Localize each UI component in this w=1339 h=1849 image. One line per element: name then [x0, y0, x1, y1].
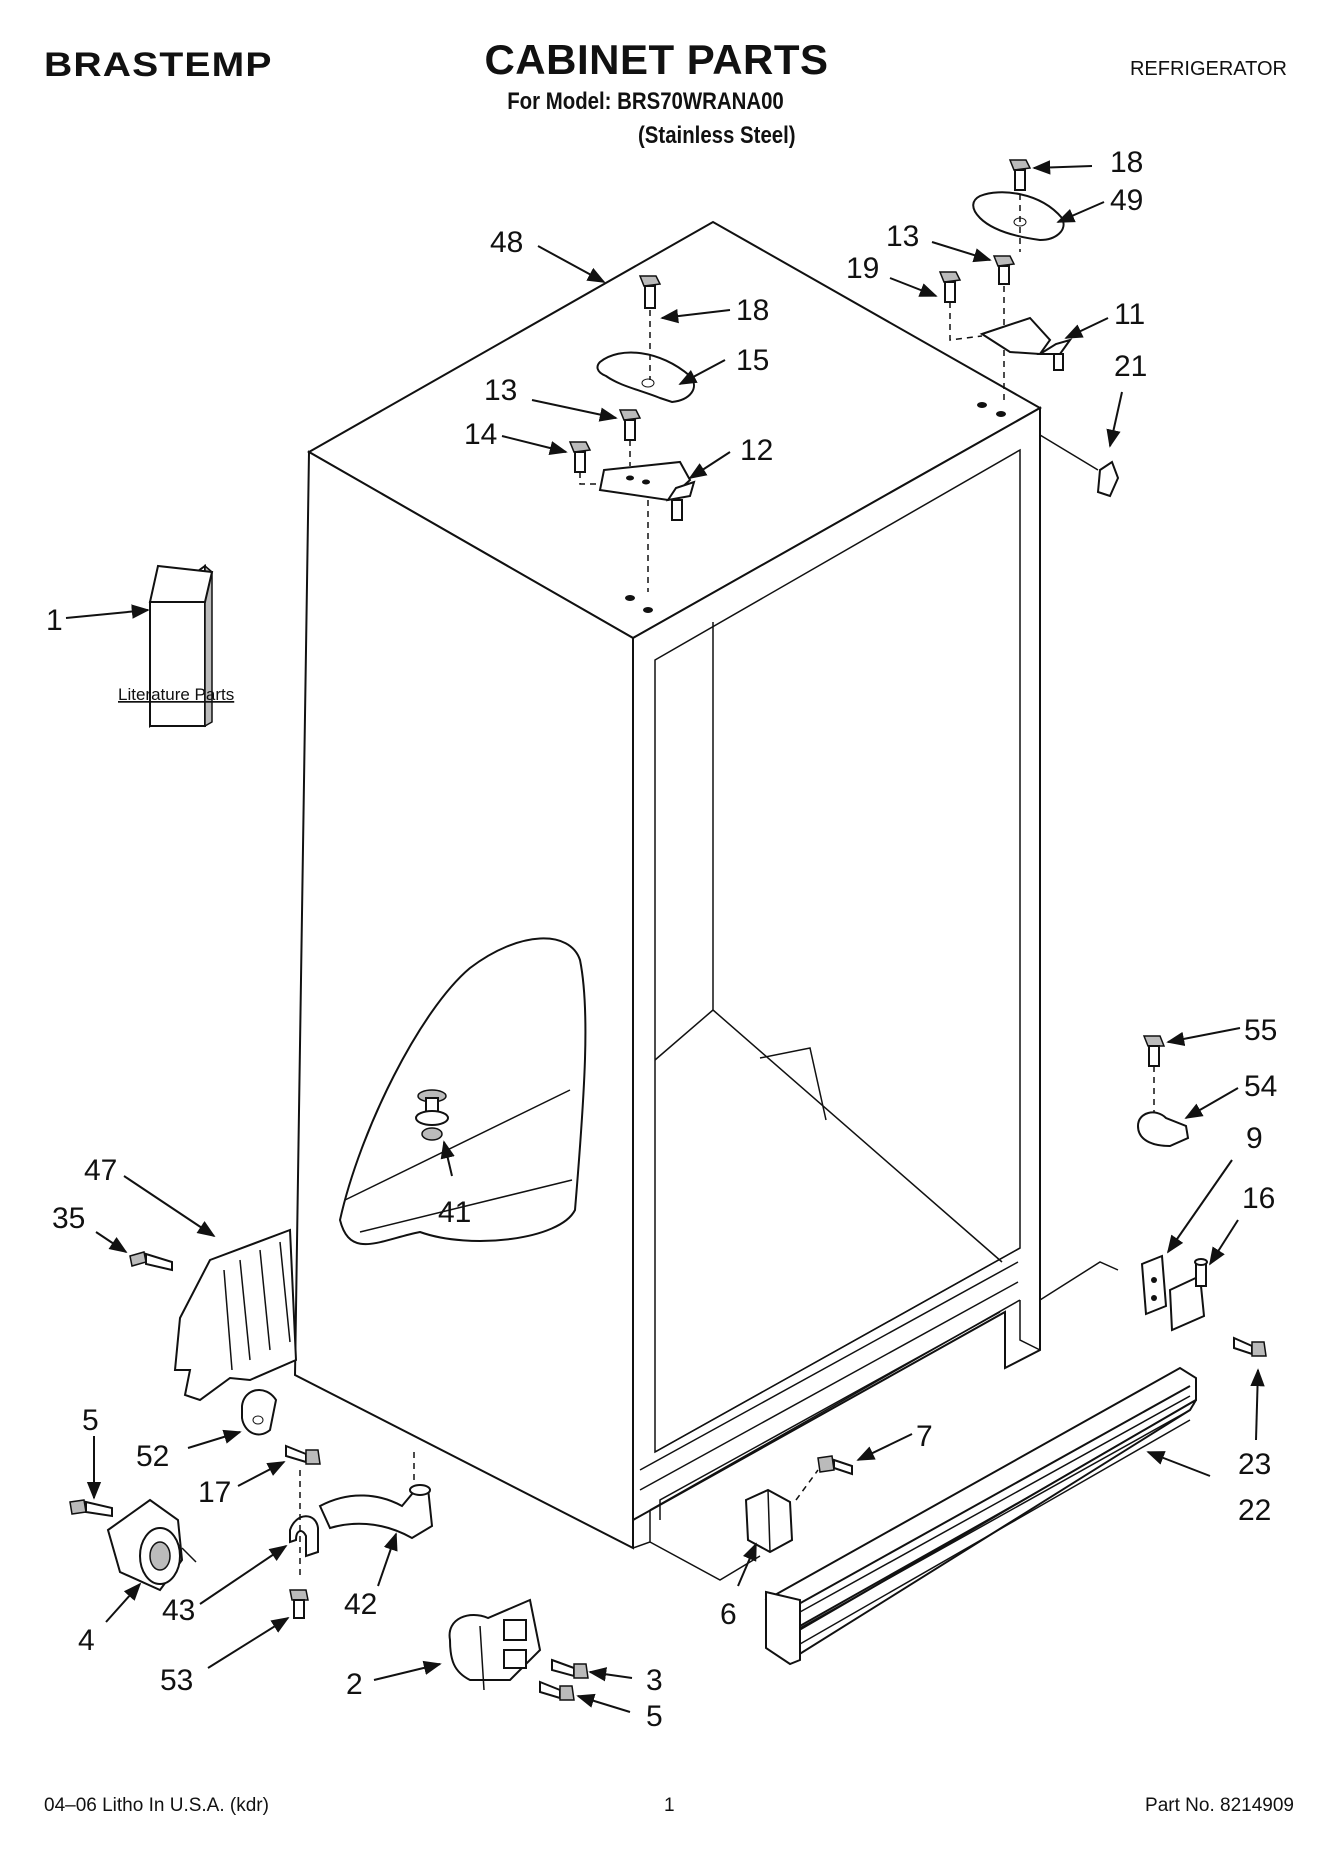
callout-48: 48	[490, 226, 523, 259]
callout-22: 22	[1238, 1494, 1271, 1527]
part-7-screw	[817, 1455, 853, 1476]
callout-6: 6	[720, 1598, 737, 1631]
callout-12: 12	[740, 434, 773, 467]
callout-43: 43	[162, 1594, 195, 1627]
cutaway-view	[338, 937, 587, 1246]
page-title: CABINET PARTS	[484, 36, 829, 83]
callout-2: 2	[346, 1668, 363, 1701]
part-6-bracket	[744, 1488, 794, 1554]
callout-16: 16	[1242, 1182, 1275, 1215]
literature-parts-label: Literature Parts	[118, 685, 234, 704]
part-43-clamp	[289, 1515, 319, 1558]
callout-labels: 48 1 18 15 13 14 12 18 49 13 19 11 21 55…	[46, 146, 1277, 1733]
callout-17: 17	[198, 1476, 231, 1509]
part-49-hinge-cover	[972, 191, 1065, 242]
callout-54: 54	[1244, 1070, 1277, 1103]
part-21-bracket	[1096, 460, 1120, 498]
part-22-toe-grille	[764, 1366, 1197, 1666]
callout-9: 9	[1246, 1122, 1263, 1155]
part-23-screw	[1233, 1336, 1267, 1357]
litho-info: 04–06 Litho In U.S.A. (kdr)	[44, 1795, 269, 1816]
callout-13-left: 13	[484, 374, 517, 407]
part-5-screw-lower	[539, 1680, 575, 1701]
part-17-screw	[285, 1444, 321, 1465]
callout-21: 21	[1114, 350, 1147, 383]
callout-5-lower: 5	[646, 1700, 663, 1733]
callout-15: 15	[736, 344, 769, 377]
callout-4: 4	[78, 1624, 95, 1657]
callout-3: 3	[646, 1664, 663, 1697]
callout-49: 49	[1110, 184, 1143, 217]
part-54-bracket	[1136, 1111, 1190, 1148]
part-15-hinge-cover	[596, 351, 695, 404]
part-number: Part No. 8214909	[1145, 1795, 1294, 1816]
appliance-category: REFRIGERATOR	[1129, 58, 1287, 80]
callout-23: 23	[1238, 1448, 1271, 1481]
part-55-screw	[1142, 1035, 1166, 1067]
callout-41: 41	[438, 1196, 471, 1229]
part-47-rear-grille	[173, 1228, 298, 1402]
callout-1: 1	[46, 604, 63, 637]
callout-5-left: 5	[82, 1404, 99, 1437]
part-9-plate	[1140, 1254, 1168, 1316]
callout-18-right: 18	[1110, 146, 1143, 179]
part-11-top-hinge	[979, 316, 1073, 371]
part-12-top-hinge	[598, 460, 696, 521]
callout-53: 53	[160, 1664, 193, 1697]
callout-42: 42	[344, 1588, 377, 1621]
part-35-screw	[129, 1251, 173, 1272]
part-42-hose	[318, 1484, 434, 1540]
leader-arrows	[65, 160, 1265, 1713]
callout-18-left: 18	[736, 294, 769, 327]
part-2-lower-hinge	[448, 1598, 542, 1691]
callout-7: 7	[916, 1420, 933, 1453]
part-16-hinge-pin	[1168, 1258, 1208, 1332]
part-41-leveler	[415, 1089, 449, 1141]
part-1-literature	[148, 564, 214, 728]
part-18-screw-right	[1008, 159, 1032, 191]
part-5-screw-left	[69, 1499, 113, 1518]
part-52-clip	[241, 1389, 278, 1436]
callout-52: 52	[136, 1440, 169, 1473]
page-number: 1	[664, 1795, 675, 1816]
callout-55: 55	[1244, 1014, 1277, 1047]
callout-13-right: 13	[886, 220, 919, 253]
model-variant: (Stainless Steel)	[638, 122, 796, 149]
callout-11: 11	[1114, 298, 1145, 331]
part-13-screw-right	[992, 255, 1016, 285]
callout-19: 19	[846, 252, 879, 285]
part-3-screw	[551, 1658, 589, 1679]
part-19-screw	[938, 271, 962, 303]
callout-47: 47	[84, 1154, 117, 1187]
model-line: For Model: BRS70WRANA00	[507, 88, 784, 115]
callout-35: 35	[52, 1202, 85, 1235]
cabinet-shell	[293, 220, 1119, 1581]
callout-14: 14	[464, 418, 497, 451]
brand-logo: BRASTEMP	[44, 46, 273, 84]
part-4-wheel	[106, 1498, 197, 1592]
part-18-screw-left	[638, 275, 662, 309]
part-53-screw	[289, 1589, 309, 1619]
